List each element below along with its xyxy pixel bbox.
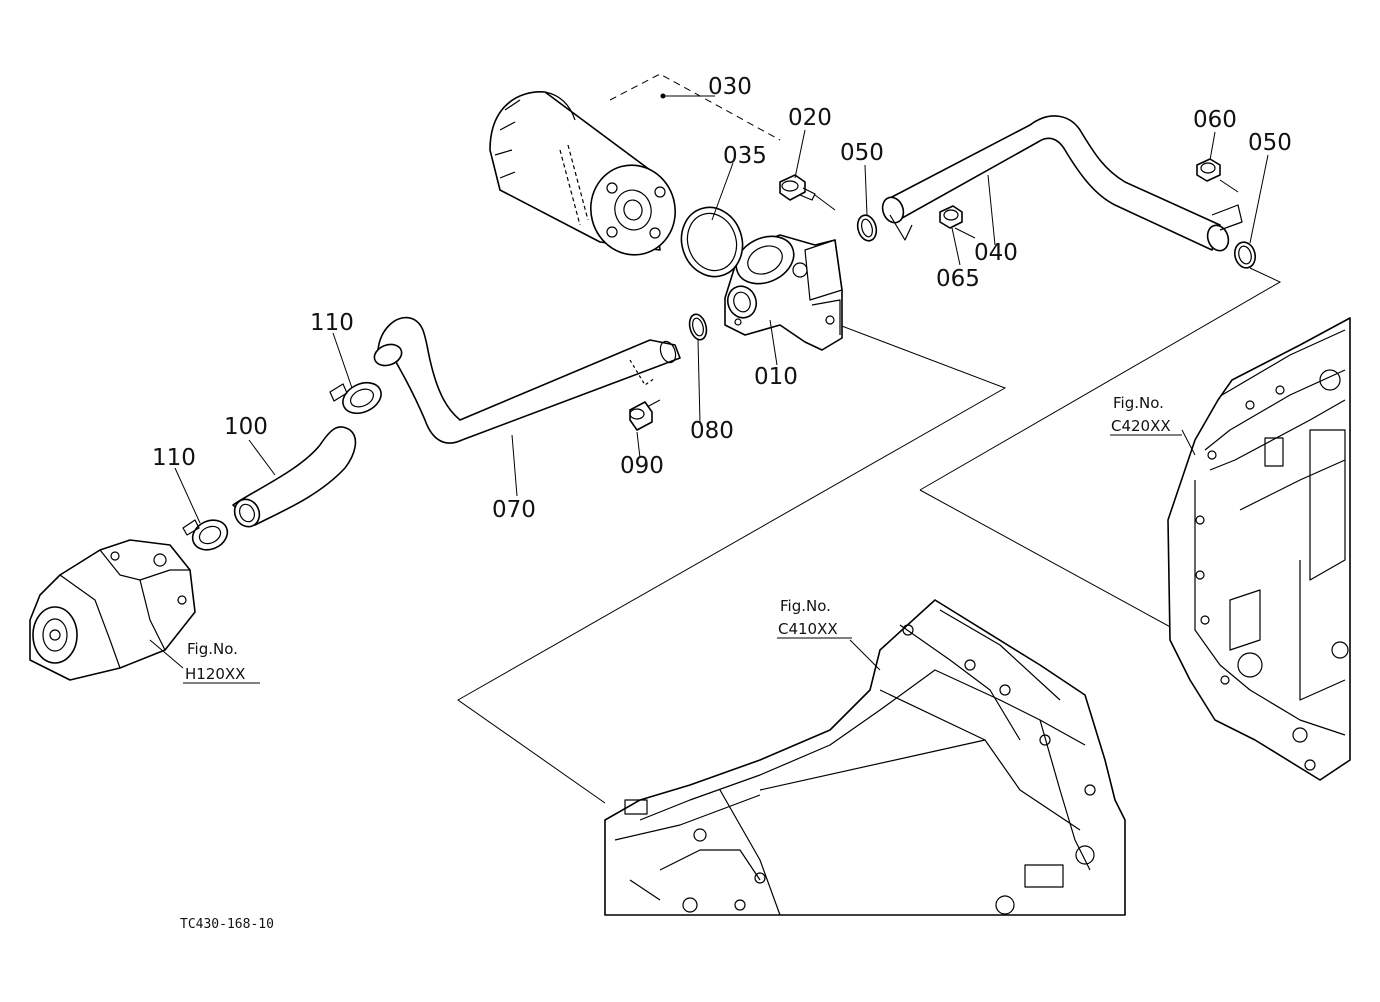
bolt-090: [629, 399, 661, 431]
hydraulic-pump: [29, 539, 196, 681]
callout-040: 040: [974, 240, 1018, 266]
bolt-060: [1196, 158, 1239, 193]
callout-065: 065: [936, 266, 980, 292]
callout-030: 030: [708, 74, 752, 100]
callout-090: 090: [620, 453, 664, 479]
o-ring-080: [688, 313, 708, 341]
return-pipe: [881, 115, 1243, 252]
hose-clamp-lower: [182, 519, 229, 551]
figure-references: Fig.No. C420XX Fig.No. C410XX Fig.No. H1…: [185, 394, 1171, 683]
bolt-020: [779, 174, 836, 211]
callout-020: 020: [788, 105, 832, 131]
callout-labels: 030 035 020 050 040 060 050 065 010 080 …: [152, 74, 1292, 523]
callout-100: 100: [224, 414, 268, 440]
hose-clamp-upper: [329, 381, 382, 415]
leader-lines: [149, 95, 1269, 684]
fig-ref-h120-label: Fig.No.: [187, 640, 238, 658]
callout-080: 080: [690, 418, 734, 444]
callout-010: 010: [754, 364, 798, 390]
fig-ref-c420-label: Fig.No.: [1113, 394, 1164, 412]
transmission-case-right: [1167, 317, 1351, 781]
callout-070: 070: [492, 497, 536, 523]
oil-filter-cartridge: [489, 91, 677, 256]
o-ring-035: [680, 206, 744, 278]
fig-ref-c410-label: Fig.No.: [780, 597, 831, 615]
callout-060: 060: [1193, 107, 1237, 133]
callout-110-upper: 110: [310, 310, 354, 336]
callout-110-lower: 110: [152, 445, 196, 471]
callout-035: 035: [723, 143, 767, 169]
callout-050-left: 050: [840, 140, 884, 166]
fig-ref-h120-code: H120XX: [185, 665, 245, 683]
transmission-case-bottom: [604, 599, 1126, 916]
o-ring-050-left: [856, 214, 878, 242]
o-ring-050-right: [1233, 241, 1257, 269]
suction-pipe: [373, 316, 681, 444]
drawing-code: TC430-168-10: [180, 917, 274, 932]
callout-050-right: 050: [1248, 130, 1292, 156]
reference-lines: [457, 73, 1282, 804]
filter-head: [724, 234, 843, 351]
fig-ref-c420-code: C420XX: [1111, 417, 1171, 435]
bolt-065: [939, 205, 976, 239]
fig-ref-c410-code: C410XX: [778, 620, 838, 638]
rubber-hose: [232, 426, 357, 528]
